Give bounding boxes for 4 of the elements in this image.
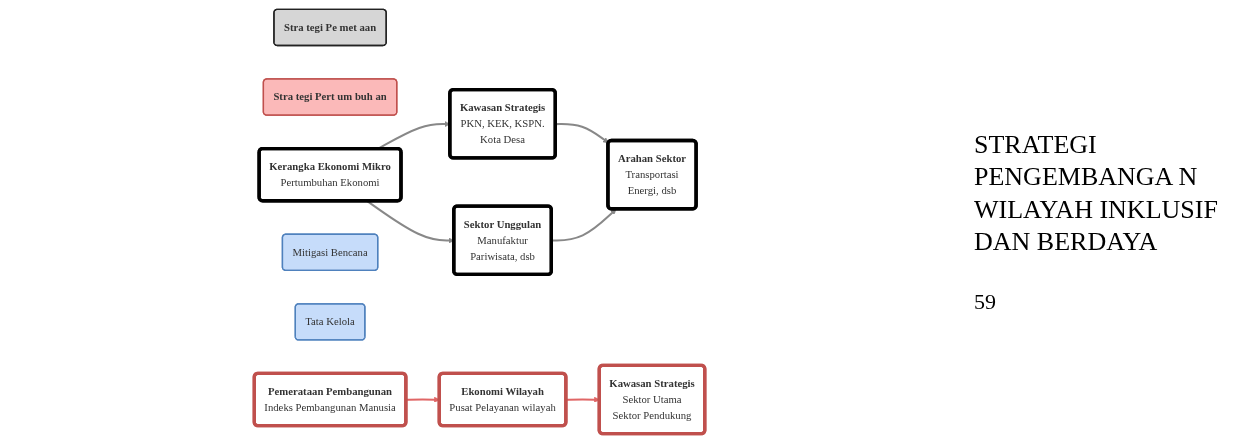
page-number: 59 [974, 288, 997, 315]
arrow [556, 123, 610, 144]
side-heading: STRATEGI PENGEMBANGA N WILAYAH INKLUSIF DAN BERDAYA [974, 128, 1219, 258]
arrow [552, 208, 617, 242]
